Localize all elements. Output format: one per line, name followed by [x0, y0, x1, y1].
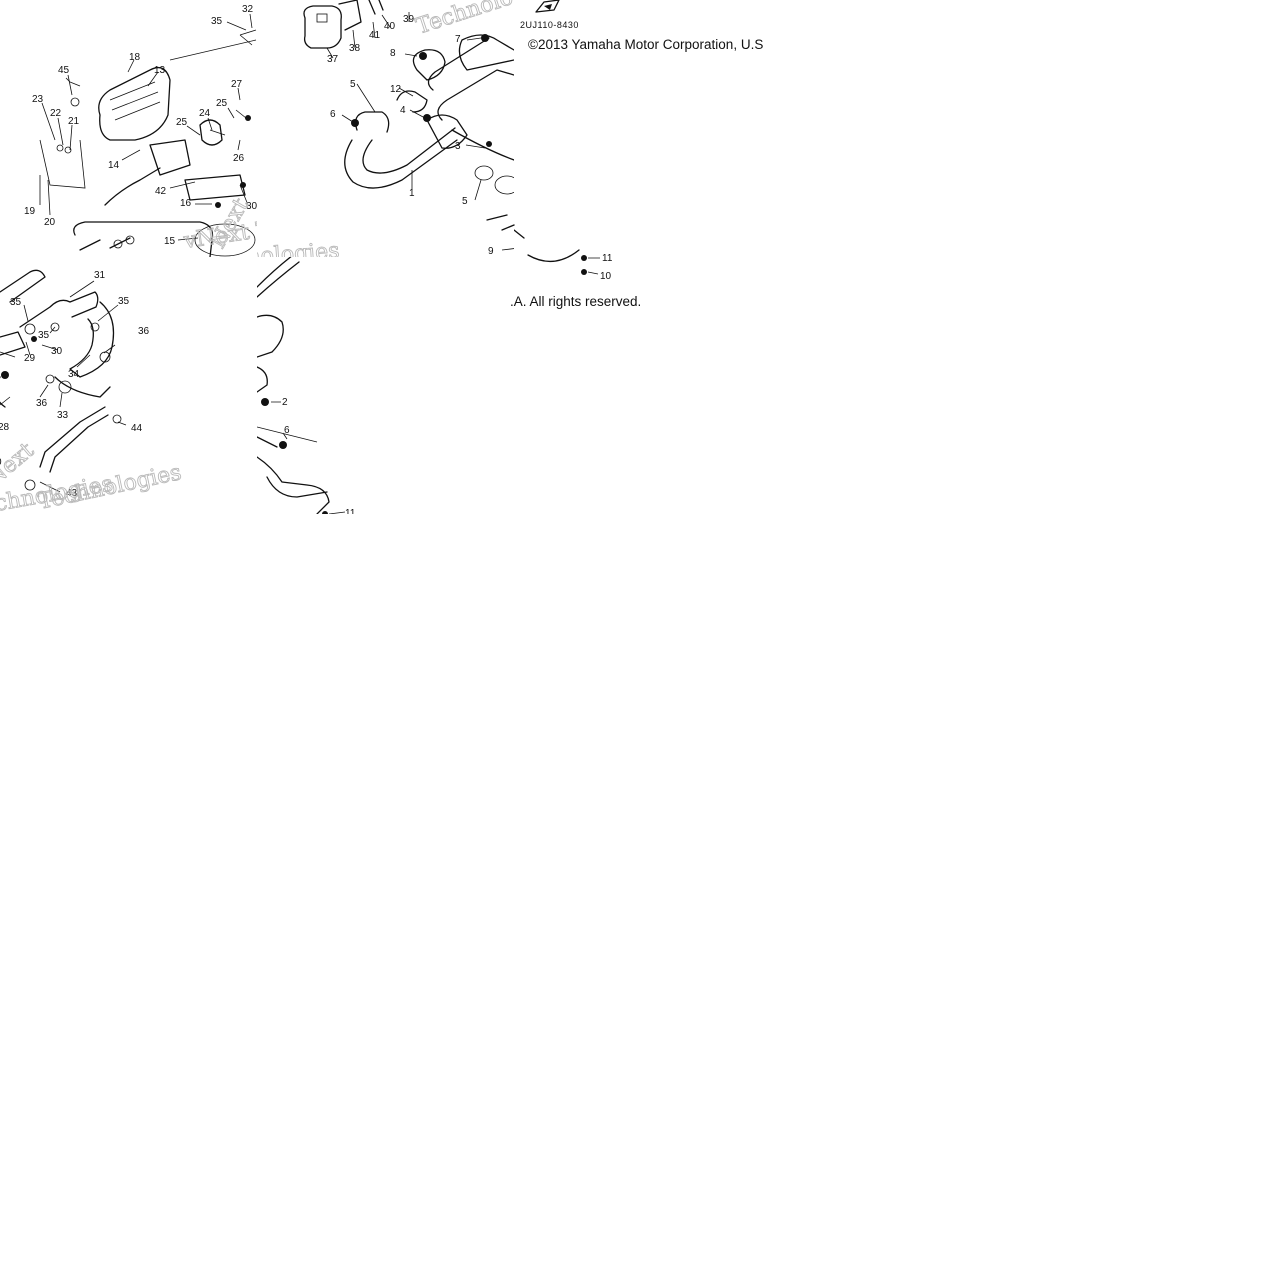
callout-13: 13 [154, 65, 166, 76]
callout-20: 20 [44, 217, 56, 228]
callout-26: 26 [233, 153, 245, 164]
drawing-code: 2UJ110-8430 [520, 20, 579, 30]
callout-40: 40 [384, 21, 396, 32]
callout-27: 27 [231, 79, 243, 90]
callout-5b: 5 [462, 196, 468, 207]
diagram-drawing-top-middle: 37 38 41 40 39 8 7 5 12 4 6 3 1 5 9 Tech… [257, 0, 514, 257]
diagram-drawing-bottom-left: 31 35 35 36 35 30 29 34 36 33 28 44 43 0… [0, 269, 184, 514]
callout-6c: 6 [284, 425, 290, 436]
diagram-drawing-bottom-middle: 2 6 11 [257, 257, 356, 514]
diagram-tile-bottom-middle: 2 6 11 [257, 257, 357, 514]
watermark-text-4: Next [0, 438, 39, 492]
callout-36b: 36 [36, 398, 48, 409]
callout-30: 30 [51, 346, 63, 357]
callout-31: 31 [94, 270, 106, 281]
callout-35b: 35 [118, 296, 130, 307]
copyright-line-1: ©2013 Yamaha Motor Corporation, U.S [528, 37, 764, 52]
callout-33: 33 [57, 410, 69, 421]
callout-21: 21 [68, 116, 80, 127]
callout-11: 11 [602, 253, 613, 264]
callout-3: 3 [455, 141, 461, 152]
callout-41: 41 [369, 30, 381, 41]
callout-45: 45 [58, 65, 70, 76]
callout-2: 2 [282, 397, 288, 408]
callout-7: 7 [455, 34, 461, 45]
callout-44: 44 [131, 423, 143, 434]
callout-34: 34 [68, 369, 80, 380]
callout-9: 9 [488, 246, 494, 257]
callout-28: 28 [0, 422, 10, 433]
callout-43: 43 [66, 488, 78, 499]
callout-0: 0 [0, 457, 2, 468]
callout-42: 42 [155, 186, 167, 197]
watermark-text-3: nologies [257, 239, 340, 257]
callout-16: 16 [180, 198, 192, 209]
callout-35a: 35 [10, 297, 22, 308]
callout-24: 24 [199, 108, 211, 119]
callout-12: 12 [390, 84, 402, 95]
callout-1: 1 [409, 188, 415, 199]
callout-8: 8 [390, 48, 396, 59]
callout-29: 29 [24, 353, 36, 364]
diagram-tile-top-right-fragment: 11 10 [514, 200, 624, 290]
callout-35c: 35 [38, 330, 50, 341]
callout-11b: 11 [345, 508, 356, 514]
callout-36a: 36 [138, 326, 150, 337]
diagram-tile-top-right-strip [514, 0, 614, 20]
callout-10: 10 [600, 271, 612, 282]
callout-22: 22 [50, 108, 62, 119]
diagram-drawing-top-left: 35 32 18 13 45 23 22 21 27 25 24 25 14 2… [24, 4, 257, 257]
callout-35: 35 [211, 16, 223, 27]
copyright-line-2: .A. All rights reserved. [510, 294, 642, 309]
diagram-drawing-top-right-fragment: 11 10 [514, 224, 613, 282]
callout-25: 25 [216, 98, 228, 109]
callout-23: 23 [32, 94, 44, 105]
callout-25b: 25 [176, 117, 188, 128]
callout-6: 6 [330, 109, 336, 120]
callout-14: 14 [108, 160, 120, 171]
callout-19: 19 [24, 206, 36, 217]
callout-39: 39 [403, 14, 415, 25]
callout-37: 37 [327, 54, 339, 65]
callout-32: 32 [242, 4, 254, 15]
diagram-tile-bottom-left: 31 35 35 36 35 30 29 34 36 33 28 44 43 0… [0, 257, 257, 514]
callout-38: 38 [349, 43, 361, 54]
diagram-tile-top-left: 35 32 18 13 45 23 22 21 27 25 24 25 14 2… [0, 0, 257, 257]
watermark-text-0: Technologies [413, 0, 514, 40]
callout-15: 15 [164, 236, 176, 247]
diagram-drawing-top-right-strip [535, 0, 560, 13]
callout-4: 4 [400, 105, 406, 116]
callout-18: 18 [129, 52, 141, 63]
diagram-tile-top-middle: 37 38 41 40 39 8 7 5 12 4 6 3 1 5 9 Tech… [257, 0, 514, 257]
callout-5: 5 [350, 79, 356, 90]
callout-30: 30 [246, 201, 257, 212]
watermark-text-6: Technologies [36, 460, 184, 514]
